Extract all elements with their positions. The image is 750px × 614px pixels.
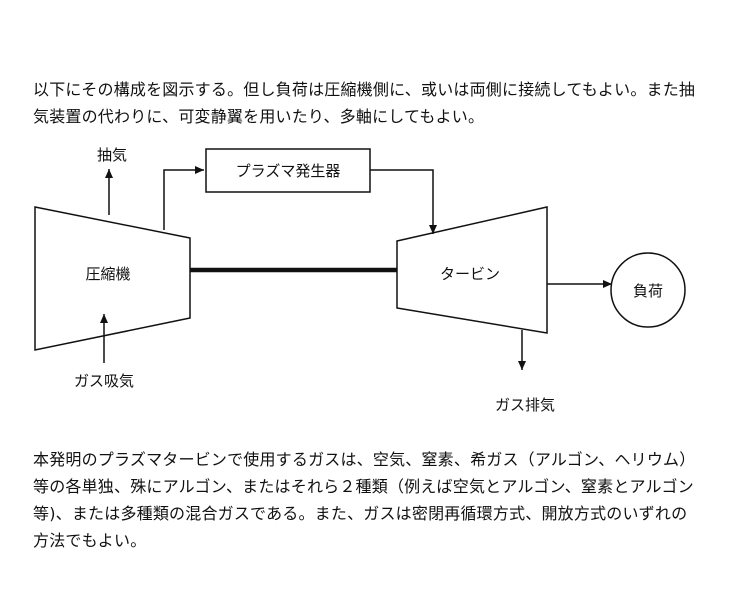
- body-line: 方法でもよい。: [33, 531, 147, 550]
- intro-line: 以下にその構成を図示する。但し負荷は圧縮機側に、或いは両側に接続してもよい。また…: [33, 80, 696, 99]
- body-line: 等)、または多種類の混合ガスである。また、ガスは密閉再循環方式、開放方式のいずれ…: [33, 504, 688, 523]
- compressor-label: 圧縮機: [85, 265, 130, 283]
- body-paragraph: 本発明のプラズマタービンで使用するガスは、空気、窒素、希ガス（アルゴン、ヘリウム…: [33, 446, 723, 554]
- compressor-shape: [34, 206, 191, 351]
- gas-intake-label: ガス吸気: [74, 372, 134, 390]
- intro-line: 気装置の代わりに、可変静翼を用いたり、多軸にしてもよい。: [33, 107, 485, 126]
- load-label: 負荷: [633, 282, 663, 300]
- compressor-to-plasma-arrow: [163, 166, 204, 230]
- load-circle: [610, 252, 686, 328]
- intro-paragraph: 以下にその構成を図示する。但し負荷は圧縮機側に、或いは両側に接続してもよい。また…: [33, 76, 723, 130]
- turbine-label: タービン: [440, 265, 500, 283]
- turbine-shape: [396, 206, 548, 334]
- plasma-to-turbine-arrow: [370, 169, 437, 234]
- extraction-label: 抽気: [97, 146, 127, 164]
- body-line: 本発明のプラズマタービンで使用するガスは、空気、窒素、希ガス（アルゴン、ヘリウム…: [33, 450, 696, 469]
- body-line: 等の各単独、殊にアルゴン、またはそれら２種類（例えば空気とアルゴン、窒素とアルゴ…: [33, 477, 694, 496]
- plasma-generator-label: プラズマ発生器: [236, 162, 341, 180]
- gas-exhaust-label: ガス排気: [495, 396, 555, 414]
